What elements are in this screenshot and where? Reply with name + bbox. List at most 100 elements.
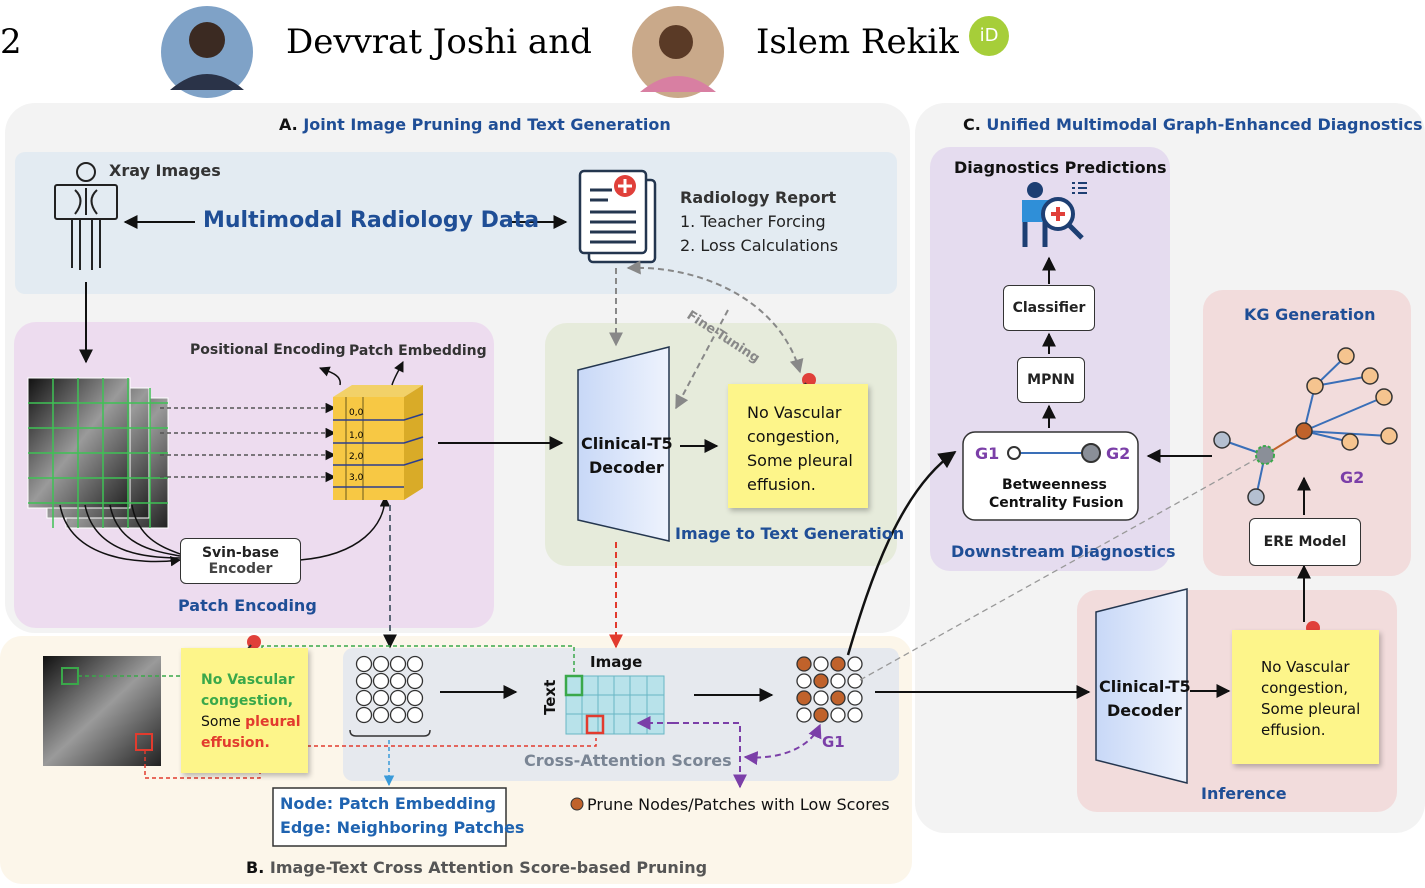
patch-label-2: 2,0 xyxy=(349,452,364,462)
g1-node xyxy=(813,673,829,689)
downstream-label: Downstream Diagnostics xyxy=(951,542,1176,561)
patch-embedding-block xyxy=(319,361,424,500)
g1-graph-label: G1 xyxy=(822,733,845,751)
predictions-label: Diagnostics Predictions xyxy=(954,158,1167,177)
fusion-g1-label: G1 xyxy=(975,444,1000,463)
note-c-line4: effusion. xyxy=(1261,721,1326,739)
patch-node xyxy=(355,672,373,690)
patch-node xyxy=(389,655,407,673)
report-item-2: 2. Loss Calculations xyxy=(680,236,839,255)
note-b-line2: congestion, xyxy=(201,693,294,709)
note-c-line3: Some pleural xyxy=(1261,700,1361,718)
g1-pruned-graph xyxy=(796,656,863,723)
decoder-a-line1: Clinical-T5 xyxy=(581,434,673,453)
g1-node xyxy=(796,656,812,672)
g1-node xyxy=(796,690,812,706)
section-c-prefix: C. xyxy=(963,115,981,134)
g1-node xyxy=(1007,446,1021,460)
mpnn-label: MPNN xyxy=(1027,372,1075,388)
pruned-node-legend-dot xyxy=(570,797,584,811)
text-axis-label: Text xyxy=(541,679,559,715)
patch-node xyxy=(372,672,390,690)
patch-label-3: 3,0 xyxy=(349,473,364,483)
xray-person-icon xyxy=(54,162,118,270)
patch-node xyxy=(406,706,424,724)
cross-attention-grid xyxy=(564,674,665,735)
patch-embedding-label: Patch Embedding xyxy=(349,343,487,359)
radiology-report-title: Radiology Report xyxy=(680,188,837,207)
patch-node xyxy=(355,655,373,673)
patch-node xyxy=(406,672,424,690)
decoder-c-line2: Decoder xyxy=(1107,701,1182,720)
note-a-line2: congestion, xyxy=(747,427,840,446)
note-b-line3a: Some xyxy=(201,714,246,730)
section-a-prefix: A. xyxy=(279,115,298,134)
orcid-icon[interactable]: iD xyxy=(969,16,1009,56)
note-b-line3: Some pleural xyxy=(201,714,301,730)
note-b-line1: No Vascular xyxy=(201,672,295,688)
generated-report-note-a xyxy=(728,384,868,508)
section-b-title-text: Image-Text Cross Attention Score-based P… xyxy=(269,858,708,877)
fusion-line1: Betweenness xyxy=(1002,477,1107,493)
section-a-title-text: Joint Image Pruning and Text Generation xyxy=(303,115,671,134)
diagnostics-person-icon xyxy=(1022,182,1087,247)
node-legend-label: Node: Patch Embedding xyxy=(280,794,496,813)
cross-attention-label: Cross-Attention Scores xyxy=(524,751,732,770)
patch-node xyxy=(355,706,373,724)
g1-node xyxy=(847,656,863,672)
patch-node xyxy=(406,689,424,707)
kg-graph xyxy=(1213,347,1398,506)
note-a-line4: effusion. xyxy=(747,475,816,494)
g1-node xyxy=(813,690,829,706)
report-document-icon xyxy=(578,169,657,264)
patch-node xyxy=(389,672,407,690)
section-c-title: C. Unified Multimodal Graph-Enhanced Dia… xyxy=(963,115,1423,134)
fusion-line2: Centrality Fusion xyxy=(989,495,1124,511)
section-b-prefix: B. xyxy=(246,858,265,877)
patch-node xyxy=(406,655,424,673)
g1-node xyxy=(830,707,846,723)
multimodal-data-title: Multimodal Radiology Data xyxy=(203,208,540,233)
page-number: 2 xyxy=(0,22,22,62)
image-to-text-label: Image to Text Generation xyxy=(675,524,905,543)
encoder-line2: Encoder xyxy=(208,561,273,577)
kg-g2-label: G2 xyxy=(1340,468,1365,487)
g1-node xyxy=(796,673,812,689)
generated-report-note-c xyxy=(1232,630,1379,764)
prune-label: Prune Nodes/Patches with Low Scores xyxy=(587,795,890,814)
patch-grid-graph xyxy=(355,655,424,724)
ere-model-box: ERE Model xyxy=(1249,518,1361,566)
g1-node xyxy=(847,673,863,689)
patch-node xyxy=(372,689,390,707)
xray-patch-stack xyxy=(27,377,169,529)
g1-node xyxy=(847,707,863,723)
patch-node xyxy=(389,689,407,707)
note-a-line3: Some pleural xyxy=(747,451,853,470)
classifier-label: Classifier xyxy=(1012,300,1086,316)
kg-generation-label: KG Generation xyxy=(1244,305,1376,324)
svin-encoder-box: Svin-base Encoder xyxy=(180,538,301,584)
g1-node xyxy=(796,707,812,723)
g1-node xyxy=(813,656,829,672)
inference-label: Inference xyxy=(1201,784,1287,803)
positional-encoding-label: Positional Encoding xyxy=(190,342,346,358)
g1-node xyxy=(830,656,846,672)
note-b-line4: effusion. xyxy=(201,735,270,751)
patch-label-0: 0,0 xyxy=(349,408,364,418)
node-edge-legend-box xyxy=(272,787,507,847)
note-b-line3b: pleural xyxy=(245,714,301,730)
report-item-1: 1. Teacher Forcing xyxy=(680,212,826,231)
xray-images-label: Xray Images xyxy=(109,161,221,180)
section-b-title: B. Image-Text Cross Attention Score-base… xyxy=(246,858,707,877)
note-a-line1: No Vascular xyxy=(747,403,842,422)
patch-encoding-label: Patch Encoding xyxy=(178,596,317,615)
patch-label-1: 1,0 xyxy=(349,431,364,441)
mpnn-box: MPNN xyxy=(1017,357,1085,403)
g1-node xyxy=(830,690,846,706)
author-1-text: Devvrat Joshi and xyxy=(286,22,592,62)
g1-node xyxy=(847,690,863,706)
note-c-line2: congestion, xyxy=(1261,679,1348,697)
author-2-text: Islem Rekik xyxy=(756,22,959,62)
patch-node xyxy=(355,689,373,707)
